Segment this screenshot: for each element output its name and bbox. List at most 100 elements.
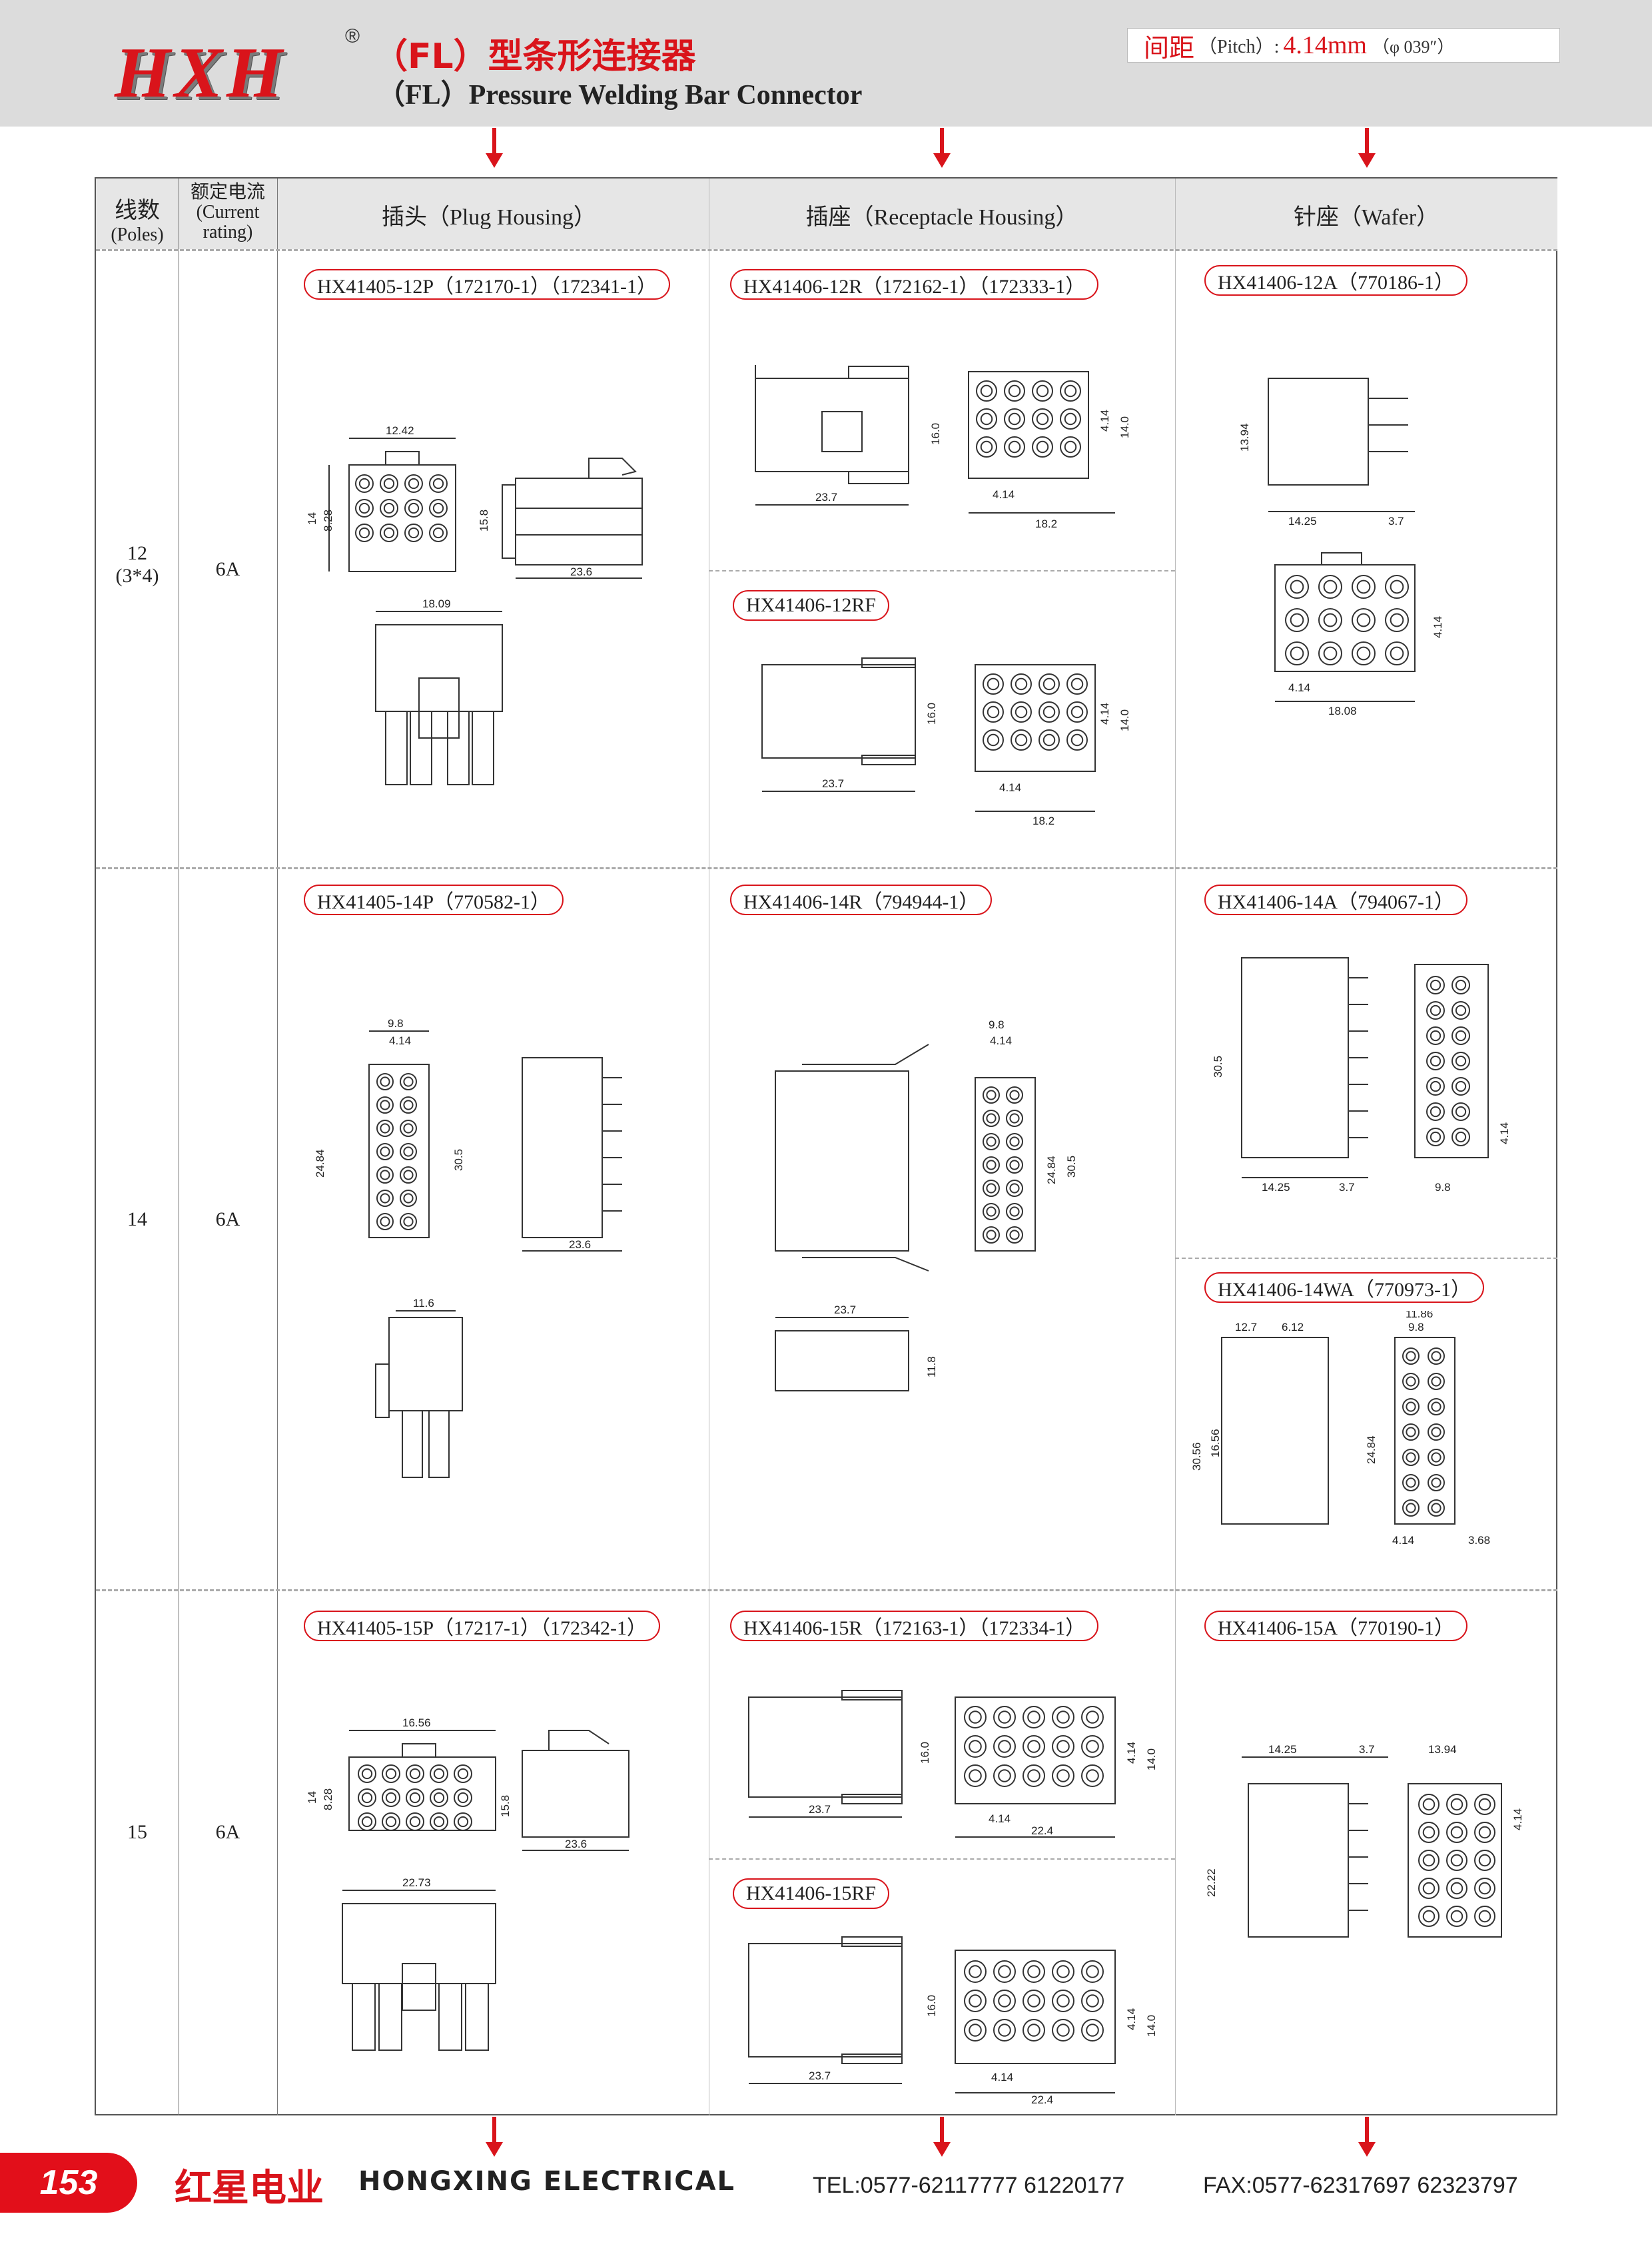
part-number-wafer: HX41406-14A（794067-1） bbox=[1204, 885, 1467, 915]
dim-label: 23.7 bbox=[822, 777, 844, 790]
pin-hole bbox=[1474, 1850, 1495, 1871]
page-title-cn: （FL）型条形连接器 bbox=[373, 37, 696, 77]
drawing-receptacle-14: 9.8 4.14 24.84 30.5 23.7 11.8 bbox=[775, 1018, 1078, 1391]
pin-hole bbox=[1052, 1960, 1074, 1983]
pin-hole-inner bbox=[1406, 1452, 1416, 1463]
header-rating-cn: 额定电流 bbox=[190, 182, 265, 202]
dim-label: 14.0 bbox=[1145, 2015, 1158, 2037]
pin-hole-inner bbox=[1406, 1427, 1416, 1437]
pin-hole-inner bbox=[1027, 1740, 1040, 1753]
pin-hole-inner bbox=[1431, 1376, 1442, 1387]
pin-hole-inner bbox=[408, 478, 420, 490]
part-number-wafer: HX41406-12A（770186-1） bbox=[1204, 265, 1467, 296]
pin-hole-inner bbox=[383, 527, 395, 539]
dim-label: 22.4 bbox=[1031, 2093, 1053, 2106]
pin-hole-inner bbox=[380, 1216, 390, 1227]
dim-label: 15.8 bbox=[499, 1795, 512, 1817]
pin-hole-inner bbox=[998, 1740, 1011, 1753]
pin-hole bbox=[1023, 1706, 1045, 1728]
pin-hole-inner bbox=[1008, 412, 1021, 426]
dim-label: 30.56 bbox=[1190, 1442, 1203, 1471]
registered-mark: ® bbox=[345, 25, 360, 47]
pin-hole bbox=[376, 1190, 394, 1207]
pin-hole bbox=[1426, 1128, 1445, 1146]
pin-hole-inner bbox=[1009, 1230, 1020, 1240]
pin-hole-inner bbox=[969, 1710, 982, 1724]
pin-hole-inner bbox=[1009, 1183, 1020, 1194]
dim-label: 13.94 bbox=[1238, 423, 1251, 452]
pin-hole bbox=[358, 1764, 376, 1783]
pin-hole-inner bbox=[1086, 1769, 1099, 1782]
pin-hole-inner bbox=[969, 1740, 982, 1753]
pin-hole-inner bbox=[1431, 1401, 1442, 1412]
pin-hole bbox=[1474, 1878, 1495, 1899]
dim-label: 16.56 bbox=[402, 1716, 431, 1729]
pin-hole bbox=[1446, 1794, 1467, 1815]
pin-hole-inner bbox=[1406, 1503, 1416, 1513]
pin-hole bbox=[1285, 608, 1309, 632]
dim-label: 16.0 bbox=[925, 1995, 938, 2017]
pin-hole-inner bbox=[1009, 1136, 1020, 1147]
pin-hole-inner bbox=[986, 1136, 997, 1147]
pin-hole-inner bbox=[1086, 1740, 1099, 1753]
pin-hole-inner bbox=[986, 1160, 997, 1170]
pin-hole bbox=[1418, 1878, 1440, 1899]
pin-hole-inner bbox=[986, 1113, 997, 1124]
pin-hole bbox=[1006, 1156, 1023, 1174]
pin-hole-inner bbox=[1406, 1401, 1416, 1412]
pin-hole bbox=[1060, 436, 1081, 458]
pin-hole bbox=[1004, 380, 1025, 402]
pin-hole-inner bbox=[1431, 1351, 1442, 1361]
pin-hole-inner bbox=[1042, 677, 1056, 691]
pin-hole bbox=[382, 1764, 400, 1783]
pin-hole-inner bbox=[1009, 1090, 1020, 1100]
pin-hole bbox=[1474, 1822, 1495, 1843]
header-plug: 插头（Plug Housing） bbox=[381, 205, 597, 230]
dim-label: 6.12 bbox=[1282, 1321, 1304, 1333]
pin-hole bbox=[1006, 1180, 1023, 1197]
pin-hole-inner bbox=[1455, 1030, 1467, 1042]
pin-hole bbox=[1451, 1001, 1470, 1020]
pin-hole-inner bbox=[385, 1768, 397, 1780]
pin-hole-inner bbox=[361, 1792, 373, 1804]
dim-label: 4.14 bbox=[1125, 1742, 1138, 1764]
pin-hole bbox=[1052, 1706, 1074, 1728]
drawing-receptacle-15: 23.7 16.0 4.14 14.0 4.14 22.4 bbox=[748, 1690, 1158, 1838]
drawing-wafer-12: 13.94 14.25 3.7 4.14 4.14 18.08 bbox=[1238, 378, 1444, 717]
pin-hole-inner bbox=[403, 1216, 414, 1227]
pin-hole bbox=[1038, 673, 1060, 695]
pin-hole bbox=[1081, 2019, 1104, 2042]
dim-label: 23.6 bbox=[569, 1238, 591, 1251]
pin-hole bbox=[1385, 641, 1409, 665]
pin-hole-inner bbox=[1431, 1427, 1442, 1437]
pin-hole-inner bbox=[1478, 1798, 1491, 1811]
part-number-plug: HX41405-15P（17217-1）（172342-1） bbox=[304, 1611, 660, 1641]
pin-hole-inner bbox=[1064, 440, 1077, 454]
pin-hole bbox=[1426, 976, 1445, 994]
pin-hole bbox=[983, 1180, 1000, 1197]
pin-hole-inner bbox=[1027, 2024, 1040, 2037]
dim-label: 4.14 bbox=[1125, 2008, 1138, 2030]
pin-hole bbox=[1011, 673, 1032, 695]
pin-hole bbox=[400, 1120, 417, 1137]
pin-hole-inner bbox=[1430, 1080, 1442, 1092]
pin-hole bbox=[1428, 1398, 1445, 1415]
dim-label: 11.8 bbox=[925, 1356, 938, 1377]
pin-hole-inner bbox=[987, 705, 1000, 719]
pin-hole bbox=[1402, 1499, 1420, 1517]
dim-label: 11.86 bbox=[1406, 1311, 1433, 1320]
pin-hole bbox=[964, 1960, 987, 1983]
pin-hole-inner bbox=[969, 1769, 982, 1782]
pin-hole bbox=[1474, 1794, 1495, 1815]
pin-hole-inner bbox=[1450, 1882, 1463, 1895]
pin-hole-inner bbox=[1455, 1004, 1467, 1016]
pin-hole-inner bbox=[380, 1100, 390, 1110]
pin-hole bbox=[1023, 2019, 1045, 2042]
drawing-plug-14: 9.8 4.14 24.84 30.5 23.6 11.6 bbox=[314, 1018, 622, 1478]
pin-hole-inner bbox=[408, 502, 420, 514]
pin-hole-inner bbox=[1027, 1994, 1040, 2008]
pin-hole bbox=[406, 1788, 424, 1807]
pin-hole bbox=[1052, 1764, 1074, 1787]
pin-hole bbox=[406, 1764, 424, 1783]
page-number: 153 bbox=[0, 2153, 137, 2213]
